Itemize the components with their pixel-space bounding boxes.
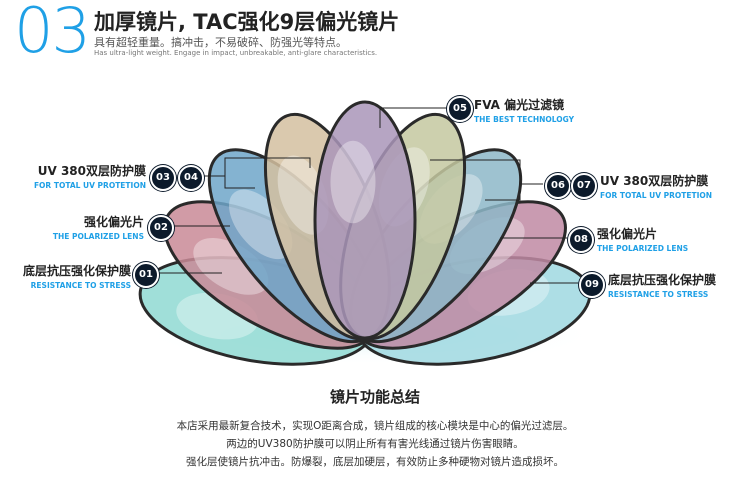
callout-line-03-04a — [201, 157, 311, 177]
layer-label-03-en: FOR TOTAL UV PROTETION — [33, 181, 146, 190]
layer-badge-03: 03 — [150, 165, 176, 191]
layer-label-07-cn: UV 380双层防护膜 — [600, 174, 709, 188]
layer-label-09-en: RESISTANCE TO STRESS — [608, 290, 709, 299]
layer-badge-09: 09 — [579, 272, 605, 298]
layer-label-05: FVA 偏光过滤镜 THE BEST TECHNOLOGY — [474, 96, 574, 124]
layer-label-02-cn: 强化偏光片 — [83, 215, 144, 229]
callout-line-06-07b — [485, 184, 521, 201]
callout-lines — [155, 107, 578, 284]
summary-line-2: 两边的UV380防护膜可以阴止所有有害光线通过镜片伤害眼睛。 — [226, 438, 524, 450]
layer-label-02-en: THE POLARIZED LENS — [52, 232, 144, 241]
layer-label-01-cn: 底层抗压强化保护膜 — [22, 264, 131, 278]
layer-label-01-en: RESISTANCE TO STRESS — [30, 281, 131, 290]
layer-label-02: 强化偏光片 THE POLARIZED LENS — [53, 213, 144, 241]
lens-layer-5 — [313, 100, 417, 340]
summary-line-1: 本店采用最新复合技术，实现O距离合成，镜片组成的核心模块是中心的偏光过滤层。 — [176, 420, 574, 432]
section-number: 03 — [14, 0, 91, 67]
layer-label-09-cn: 底层抗压强化保护膜 — [608, 273, 717, 287]
callout-line-05 — [379, 107, 469, 128]
layer-label-07-en: FOR TOTAL UV PROTETION — [600, 191, 713, 200]
summary-line-3: 强化层使镜片抗冲击。防爆裂，底层加硬层，有效防止多种硬物对镜片造成损坏。 — [186, 456, 564, 468]
layer-badge-06: 06 — [545, 173, 571, 199]
layer-badge-01: 01 — [133, 262, 159, 288]
layer-label-08-en: THE POLARIZED LENS — [597, 244, 689, 253]
layer-label-09: 底层抗压强化保护膜 RESISTANCE TO STRESS — [608, 271, 716, 299]
layer-badge-02: 02 — [148, 215, 174, 241]
layer-label-03: UV 380双层防护膜 FOR TOTAL UV PROTETION — [34, 162, 146, 190]
layer-label-05-en: THE BEST TECHNOLOGY — [474, 115, 575, 124]
layer-label-03-cn: UV 380双层防护膜 — [37, 164, 146, 178]
page-subtitle-english: Has ultra-light weight. Engage in impact… — [94, 49, 378, 57]
summary-title: 镜片功能总结 — [329, 388, 420, 406]
layer-label-07: UV 380双层防护膜 FOR TOTAL UV PROTETION — [600, 172, 712, 200]
layer-badge-07: 07 — [571, 173, 597, 199]
callout-line-03-04b — [224, 176, 255, 189]
layer-badge-08: 08 — [568, 227, 594, 253]
page-subtitle: 具有超轻重量。搞冲击，不易破碎、防强光等特点。 — [94, 36, 347, 49]
page-title: 加厚镜片, TAC强化9层偏光镜片 — [94, 10, 400, 34]
layer-label-01: 底层抗压强化保护膜 RESISTANCE TO STRESS — [23, 262, 131, 290]
layer-badge-04: 04 — [178, 165, 204, 191]
layer-label-08: 强化偏光片 THE POLARIZED LENS — [597, 225, 688, 253]
layer-badge-05: 05 — [447, 96, 473, 122]
callout-line-06-07a — [430, 159, 543, 185]
layer-label-05-cn: FVA 偏光过滤镜 — [474, 98, 565, 112]
layer-label-08-cn: 强化偏光片 — [597, 227, 658, 241]
